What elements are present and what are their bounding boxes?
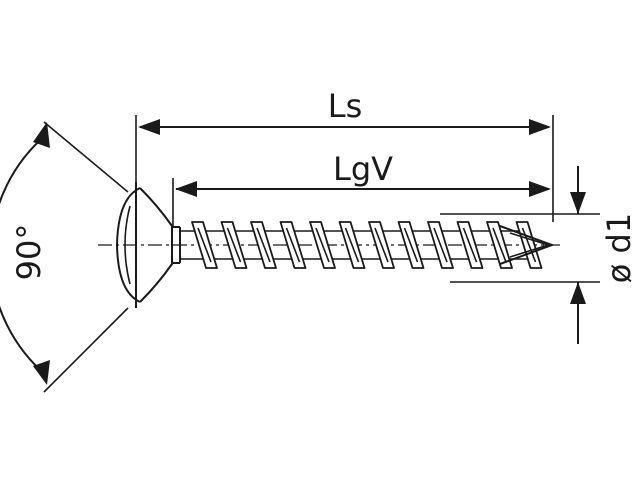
- lgv-label: LgV: [333, 150, 393, 188]
- head-underside: [139, 187, 173, 303]
- thread-flank-edge: [492, 227, 507, 263]
- thread-flank-edge: [344, 227, 360, 263]
- lgv-arrow-right: [529, 181, 551, 197]
- head-top-face: [115, 187, 141, 303]
- tip-outline: [499, 225, 555, 265]
- thread-flank-edge: [403, 227, 419, 263]
- angle-label: 90°: [10, 224, 48, 281]
- d1-arrow-top: [570, 192, 586, 214]
- ls-arrow-left: [138, 119, 160, 135]
- thread-flank-edge: [256, 227, 271, 263]
- screw-shank: [172, 226, 181, 264]
- thread-flank-edge: [374, 227, 389, 263]
- ls-arrow-right: [529, 119, 551, 135]
- thread-flank-edge: [433, 227, 448, 263]
- screw-tip: [499, 225, 555, 265]
- angle-extension-bottom: [43, 307, 129, 393]
- thread-flank-edge: [521, 227, 537, 263]
- thread-flanks: [191, 221, 543, 269]
- d1-dimension: ø d1: [440, 166, 638, 344]
- angle-extension-top: [43, 121, 129, 193]
- lgv-arrow-left: [175, 181, 197, 197]
- thread-flank-edge: [226, 227, 242, 263]
- tip-inner-line: [509, 232, 551, 258]
- lgv-dimension: LgV: [175, 150, 551, 197]
- ls-label: Ls: [328, 87, 363, 125]
- angle-arrow-bottom: [33, 360, 50, 385]
- thread-flank-edge: [315, 227, 330, 263]
- angle-arrow-top: [33, 122, 50, 148]
- d1-arrow-bottom: [570, 282, 586, 304]
- ls-dimension: Ls: [138, 87, 551, 135]
- d1-label: ø d1: [600, 213, 638, 283]
- angle-dimension: 90°: [0, 121, 129, 393]
- angle-arc: [0, 133, 48, 377]
- head-bevel-line: [124, 205, 131, 285]
- thread-flank-edge: [462, 227, 478, 263]
- thread-flank-edge: [285, 227, 301, 263]
- screw-head: [115, 182, 173, 308]
- thread-flank-edge: [197, 227, 212, 263]
